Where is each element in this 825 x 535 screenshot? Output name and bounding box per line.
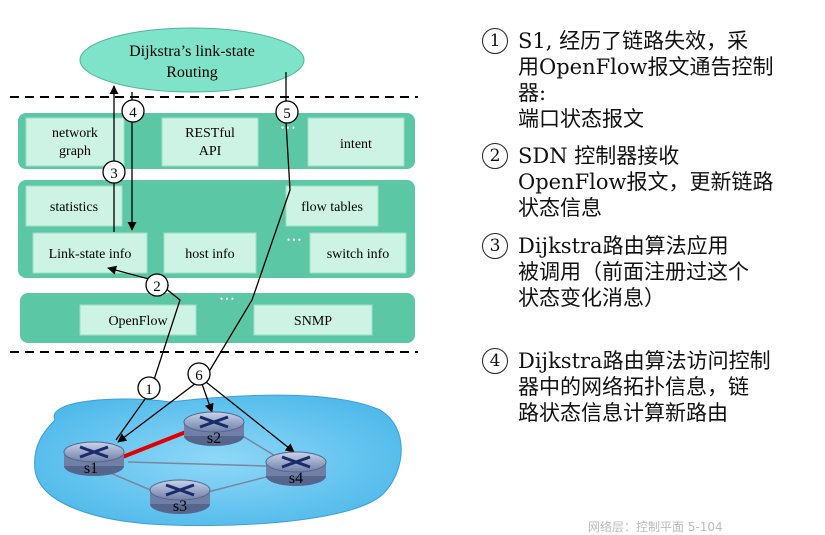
switch-s3-label: s3 (173, 498, 187, 515)
host-info-label: host info (185, 247, 234, 262)
sdn-diagram: Dijkstra’s link-state Routing network gr… (10, 27, 418, 527)
routing-label-line1: Dijkstra’s link-state (129, 43, 255, 60)
step-4-line-3: 路状态信息计算新路由 (518, 401, 728, 425)
svg-text:5: 5 (283, 106, 291, 122)
step-3-line-1: Dijkstra路由算法应用 (518, 234, 729, 258)
svg-text:3: 3 (110, 166, 118, 182)
svg-text:6: 6 (195, 368, 203, 384)
flow-tables-label: flow tables (301, 200, 363, 215)
step-1-line-3: 器: (518, 81, 547, 105)
step-2-line-3: 状态信息 (518, 196, 602, 220)
svg-text:1: 1 (145, 382, 153, 398)
flow-tables-box[interactable] (285, 185, 379, 227)
marker-5: 5 (275, 100, 299, 124)
step-1: 1 S1, 经历了链路失效，采 用OpenFlow报文通告控制 器: 端口状态报… (482, 28, 774, 132)
switch-s1[interactable]: s1 (63, 441, 125, 477)
intent-box[interactable] (307, 117, 405, 167)
network-graph-label-2: graph (59, 144, 91, 159)
link-s1-s2-failed (119, 426, 197, 460)
openflow-label: OpenFlow (108, 314, 168, 329)
step-1-line-2: 用OpenFlow报文通告控制 (518, 55, 774, 79)
step-4-line-2: 器中的网络拓扑信息，链 (518, 375, 749, 399)
svg-text:4: 4 (129, 105, 137, 121)
step-2-line-1: SDN 控制器接收 (518, 144, 680, 168)
routing-label-line2: Routing (166, 64, 218, 81)
marker-1: 1 (137, 376, 161, 400)
marker-4: 4 (121, 99, 145, 123)
link-s3-s4 (199, 475, 271, 495)
step-3-line-3: 状态变化消息） (518, 286, 665, 310)
snmp-box[interactable] (253, 304, 373, 336)
step-1-line-1: S1, 经历了链路失效，采 (518, 29, 749, 53)
step-2-line-2: OpenFlow报文，更新链路 (518, 170, 774, 194)
dijkstra-routing-ellipse[interactable] (79, 27, 305, 93)
step-1-line-4: 端口状态报文 (518, 107, 644, 131)
switch-s1-label: s1 (84, 460, 98, 477)
link-state-info-box[interactable] (32, 232, 148, 274)
network-graph-label-1: network (52, 126, 98, 141)
statistics-label: statistics (50, 200, 98, 215)
restful-api-label-2: API (199, 144, 222, 159)
controller-ellipsis-2: • • • (287, 235, 301, 245)
host-info-box[interactable] (163, 232, 257, 274)
step-3-line-2: 被调用（前面注册过这个 (518, 260, 749, 284)
slide-footer: 网络层：控制平面 5-104 (588, 520, 723, 534)
statistics-box[interactable] (25, 185, 123, 227)
switch-info-box[interactable] (309, 232, 407, 274)
marker-2: 2 (145, 273, 169, 297)
step-4-number: 4 (482, 348, 508, 374)
marker-3: 3 (102, 160, 126, 184)
switch-s4[interactable]: s4 (265, 451, 327, 487)
step-3: 3 Dijkstra路由算法应用 被调用（前面注册过这个 状态变化消息） (482, 233, 749, 311)
marker-6: 6 (187, 362, 211, 386)
step-4-line-1: Dijkstra路由算法访问控制 (518, 349, 771, 373)
arrow-step-6-s4 (205, 381, 295, 453)
southbound-ellipsis: • • • (220, 294, 234, 304)
restful-api-label-1: RESTful (185, 126, 235, 141)
arrow-step-1 (115, 283, 181, 441)
app-ellipsis: • • • (281, 123, 295, 133)
switch-s2-label: s2 (207, 430, 221, 447)
step-2-number: 2 (482, 143, 508, 169)
switch-info-label: switch info (327, 247, 390, 262)
restful-api-box[interactable] (161, 117, 259, 167)
link-s1-s4 (127, 461, 267, 467)
link-state-info-label: Link-state info (49, 247, 132, 262)
switch-s2[interactable]: s2 (183, 411, 245, 447)
step-3-number: 3 (482, 233, 508, 259)
svg-text:2: 2 (153, 279, 161, 295)
arrow-step-6-s2 (201, 383, 214, 413)
step-2: 2 SDN 控制器接收 OpenFlow报文，更新链路 状态信息 (482, 143, 774, 221)
switch-s3[interactable]: s3 (149, 479, 211, 515)
arrow-step-6-s1 (117, 379, 201, 443)
controller-ellipsis-1: • • • (229, 174, 243, 184)
step-1-number: 1 (482, 28, 508, 54)
switch-s4-label: s4 (289, 470, 303, 487)
snmp-label: SNMP (294, 314, 332, 329)
step-4: 4 Dijkstra路由算法访问控制 器中的网络拓扑信息，链 路状态信息计算新路… (482, 348, 771, 426)
intent-label: intent (340, 137, 372, 152)
network-graph-box[interactable] (25, 117, 125, 167)
